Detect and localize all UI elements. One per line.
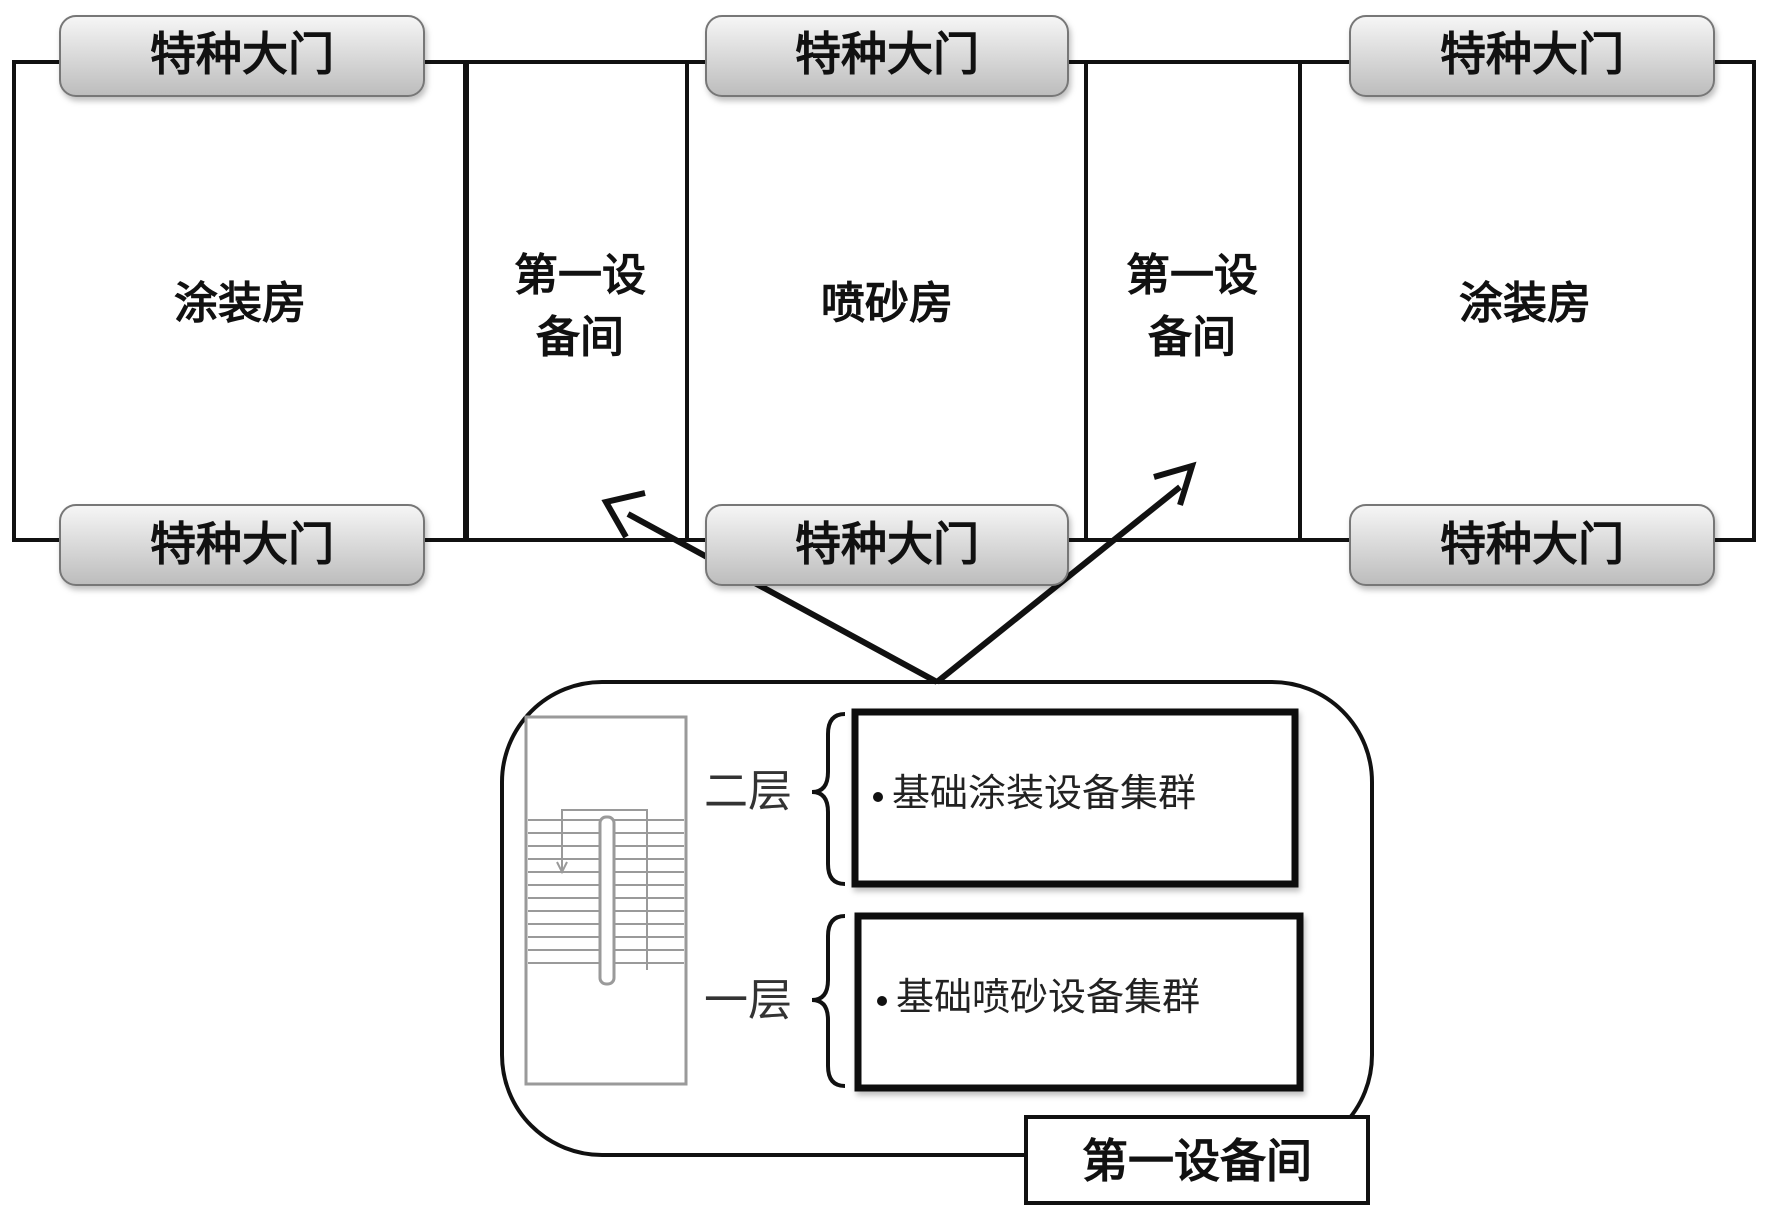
bullet-icon	[877, 996, 887, 1006]
equipment-room-detail: 二层 一层 基础涂装设备集群 基础喷砂设备集群 第一设备间	[500, 680, 1374, 1205]
arrow-head-1	[601, 490, 646, 539]
detail-panel	[500, 680, 1374, 1157]
room-label-coating-2: 涂装房	[1459, 278, 1591, 329]
brace-upper	[811, 712, 846, 886]
cluster-lower: 基础喷砂设备集群	[854, 912, 1304, 1092]
floor-label-lower: 一层	[704, 975, 792, 1026]
room-labels: 涂装房 第一设 备间 喷砂房 第一设 备间 涂装房	[174, 250, 1591, 363]
door-bottom-2[interactable]: 特种大门	[705, 504, 1069, 586]
detail-title-box: 第一设备间	[1024, 1115, 1370, 1205]
room-label-equip-1-line2: 备间	[536, 312, 624, 363]
cluster-label-upper: 基础涂装设备集群	[892, 771, 1196, 815]
floor-label-upper: 二层	[704, 766, 792, 817]
cluster-upper: 基础涂装设备集群	[851, 708, 1299, 888]
door-label: 特种大门	[150, 517, 334, 571]
room-label-blasting: 喷砂房	[821, 278, 953, 329]
staircase	[524, 715, 688, 1086]
door-top-2[interactable]: 特种大门	[705, 15, 1069, 97]
door-bottom-3[interactable]: 特种大门	[1349, 504, 1715, 586]
brace-lower	[811, 914, 846, 1088]
door-label: 特种大门	[795, 517, 979, 571]
detail-title: 第一设备间	[1082, 1134, 1312, 1188]
door-label: 特种大门	[795, 27, 979, 81]
cluster-label-lower: 基础喷砂设备集群	[896, 975, 1200, 1019]
door-bottom-1[interactable]: 特种大门	[59, 504, 425, 586]
bullet-icon	[873, 792, 883, 802]
door-top-1[interactable]: 特种大门	[59, 15, 425, 97]
door-label: 特种大门	[150, 27, 334, 81]
room-label-coating-1: 涂装房	[174, 278, 306, 329]
arrow-head-2	[1153, 461, 1197, 506]
room-label-equip-1-line1: 第一设	[514, 250, 646, 301]
doors: 特种大门 特种大门 特种大门 特种大门 特种大门 特种大门	[59, 15, 1715, 586]
door-label: 特种大门	[1440, 517, 1624, 571]
door-top-3[interactable]: 特种大门	[1349, 15, 1715, 97]
room-label-equip-2-line2: 备间	[1148, 312, 1236, 363]
room-label-equip-2-line1: 第一设	[1126, 250, 1258, 301]
arrow-to-equip-1	[626, 511, 939, 685]
door-label: 特种大门	[1440, 27, 1624, 81]
